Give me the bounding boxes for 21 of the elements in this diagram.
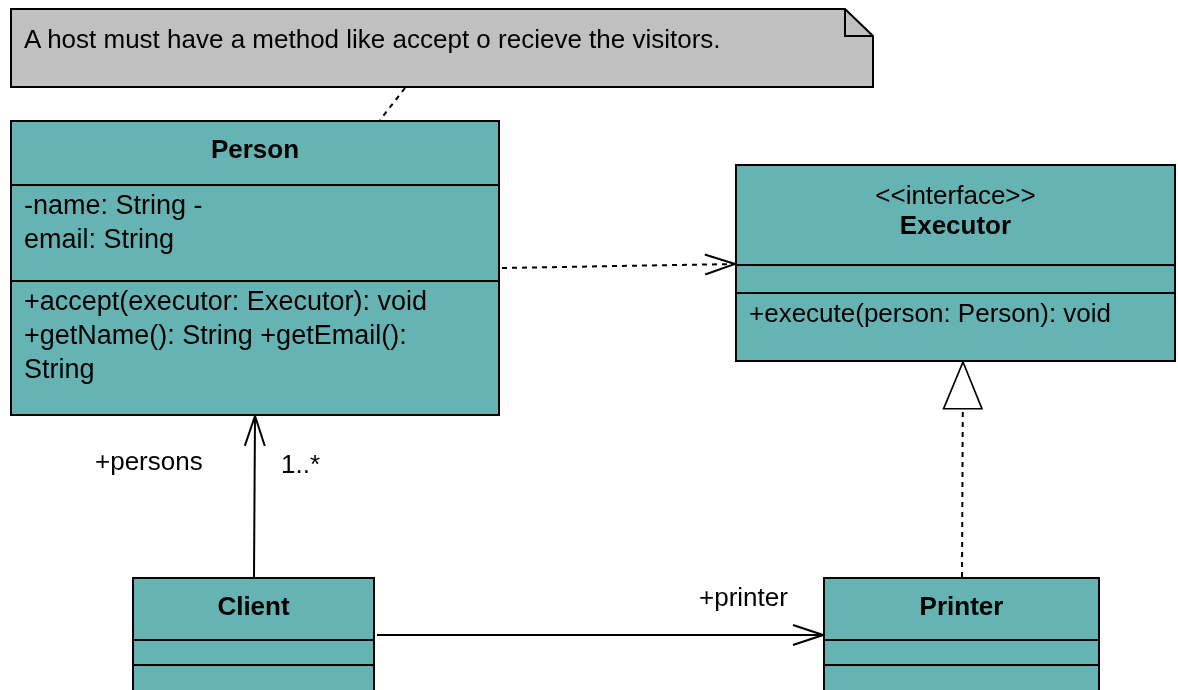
interface-box bbox=[735, 164, 1176, 362]
attribute-list: -name: String -email: String bbox=[24, 188, 244, 256]
stereotype-label: <<interface>> bbox=[874, 180, 1037, 210]
method-list: +execute(person: Person): void bbox=[749, 296, 1162, 330]
class-box bbox=[132, 577, 375, 690]
method-list: +accept(executor: Executor): void +getName(): String +getEmail(): String bbox=[24, 284, 464, 386]
class-name: Executor bbox=[898, 210, 1013, 240]
dotted-line bbox=[379, 87, 406, 121]
role-label: +printer bbox=[699, 582, 788, 612]
class-name: Client bbox=[216, 591, 291, 621]
dashed-arrow bbox=[501, 253, 736, 276]
arrow bbox=[376, 624, 824, 646]
dashed-arrow bbox=[942, 361, 983, 578]
class-box bbox=[10, 120, 500, 416]
class-box bbox=[823, 577, 1100, 690]
class-name: Printer bbox=[918, 591, 1005, 621]
multiplicity-label: 1..* bbox=[281, 449, 321, 479]
note-text: A host must have a method like accept o recieve the visitors. bbox=[24, 23, 721, 56]
class-name: Person bbox=[209, 134, 301, 164]
role-label: +persons bbox=[95, 446, 203, 476]
arrow bbox=[243, 415, 266, 578]
